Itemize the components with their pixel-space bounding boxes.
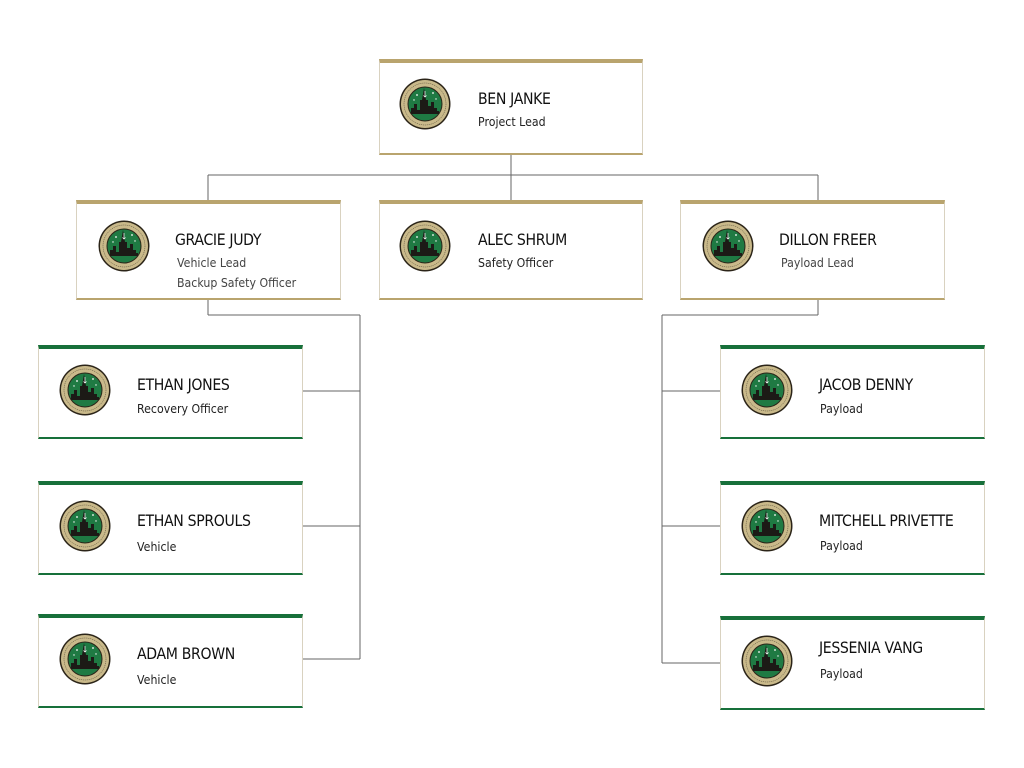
team-logo-icon (399, 220, 451, 272)
member-role: Vehicle (137, 672, 177, 687)
member-card-ethan-jones: ETHAN JONES Recovery Officer (38, 345, 303, 439)
team-logo-icon (59, 633, 111, 685)
member-name: ETHAN SPROULS (137, 511, 251, 530)
member-name: DILLON FREER (779, 230, 877, 249)
member-role: Backup Safety Officer (177, 275, 297, 290)
member-role: Vehicle (137, 539, 177, 554)
member-role: Vehicle Lead (177, 255, 247, 270)
team-logo-icon (98, 220, 150, 272)
team-logo-icon (741, 364, 793, 416)
member-name: ETHAN JONES (137, 375, 230, 394)
member-card-dillon-freer: DILLON FREER Payload Lead (680, 200, 945, 300)
member-name: JESSENIA VANG (819, 638, 923, 657)
member-role: Recovery Officer (137, 401, 229, 416)
member-card-jessenia-vang: JESSENIA VANG Payload (720, 616, 985, 710)
member-name: ADAM BROWN (137, 644, 235, 663)
member-role: Payload Lead (781, 255, 854, 270)
member-card-ben-janke: BEN JANKE Project Lead (379, 59, 643, 155)
team-logo-icon (702, 220, 754, 272)
team-logo-icon (59, 500, 111, 552)
member-card-jacob-denny: JACOB DENNY Payload (720, 345, 985, 439)
member-role: Project Lead (478, 114, 546, 129)
team-logo-icon (741, 635, 793, 687)
member-card-gracie-judy: GRACIE JUDY Vehicle Lead Backup Safety O… (76, 200, 341, 300)
member-name: GRACIE JUDY (175, 230, 262, 249)
team-logo-icon (741, 500, 793, 552)
member-card-ethan-sprouls: ETHAN SPROULS Vehicle (38, 481, 303, 575)
member-card-mitchell-privette: MITCHELL PRIVETTE Payload (720, 481, 985, 575)
team-logo-icon (59, 364, 111, 416)
member-name: JACOB DENNY (819, 375, 913, 394)
member-role: Payload (820, 401, 863, 416)
member-name: BEN JANKE (478, 89, 551, 108)
member-card-adam-brown: ADAM BROWN Vehicle (38, 614, 303, 708)
member-card-alec-shrum: ALEC SHRUM Safety Officer (379, 200, 643, 300)
member-name: MITCHELL PRIVETTE (819, 511, 954, 530)
member-role: Payload (820, 538, 863, 553)
member-name: ALEC SHRUM (478, 230, 567, 249)
member-role: Safety Officer (478, 255, 554, 270)
member-role: Payload (820, 666, 863, 681)
team-logo-icon (399, 78, 451, 130)
